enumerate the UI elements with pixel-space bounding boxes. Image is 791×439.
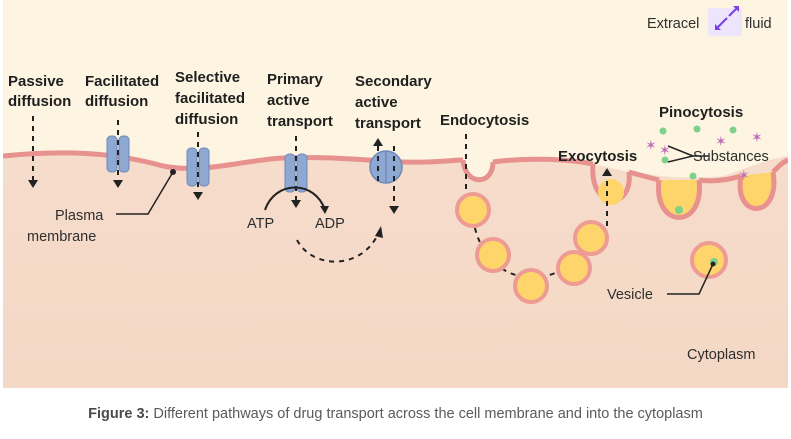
caption-text: Different pathways of drug transport acr… [149, 406, 703, 422]
label-passive-1: Passive [8, 73, 64, 90]
label-facilitated-1: Facilitated [85, 73, 159, 90]
diagram-figure: ✶ ✶ ✶ ✶ ✶ Extracel fluid Passive diffusi… [3, 0, 788, 388]
svg-text:✶: ✶ [645, 137, 657, 153]
label-selective-2: facilitated [175, 90, 245, 107]
label-secondary-2: active [355, 94, 398, 111]
endocytosis-pit [460, 159, 496, 183]
label-selective-1: Selective [175, 69, 240, 86]
facilitated-channel [106, 120, 130, 188]
label-endocytosis: Endocytosis [440, 112, 529, 129]
label-vesicle: Vesicle [607, 287, 653, 303]
substance-particles: ✶ ✶ ✶ ✶ ✶ [645, 125, 763, 183]
label-primary-1: Primary [267, 71, 324, 88]
secondary-pump [296, 138, 403, 263]
label-passive-2: diffusion [8, 93, 71, 110]
label-secondary-3: transport [355, 115, 421, 132]
svg-text:✶: ✶ [738, 167, 750, 183]
pinocytosis-pocket-2 [737, 171, 777, 211]
label-facilitated-2: diffusion [85, 93, 148, 110]
selective-channel [186, 132, 210, 200]
caption-label: Figure 3: [88, 406, 150, 422]
label-selective-3: diffusion [175, 111, 238, 128]
pinocytosis-pocket-1 [656, 179, 702, 220]
label-substances: Substances [693, 149, 769, 165]
plasma-leader [116, 171, 174, 215]
label-pinocytosis: Pinocytosis [659, 104, 743, 121]
passive-diffusion-arrow [28, 116, 38, 188]
figure-caption: Figure 3: Different pathways of drug tra… [0, 406, 791, 422]
label-adp: ADP [315, 216, 345, 232]
svg-text:✶: ✶ [659, 142, 671, 158]
expand-icon[interactable] [708, 6, 742, 36]
label-plasma-2: membrane [27, 229, 96, 245]
svg-text:✶: ✶ [751, 129, 763, 145]
vesicle-leader [667, 263, 714, 295]
label-plasma-1: Plasma [55, 208, 104, 224]
primary-pump [264, 136, 329, 214]
label-primary-3: transport [267, 113, 333, 130]
label-extracellular: Extracel [647, 16, 699, 32]
vesicle-chain [455, 192, 609, 304]
label-cytoplasm: Cytoplasm [687, 347, 756, 363]
svg-text:✶: ✶ [715, 133, 727, 149]
cytoplasm-region [3, 152, 788, 388]
label-primary-2: active [267, 92, 310, 109]
label-extracellular-tail: fluid [745, 16, 772, 32]
label-exocytosis: Exocytosis [558, 148, 637, 165]
plasma-membrane [3, 150, 464, 171]
label-atp: ATP [247, 216, 274, 232]
label-secondary-1: Secondary [355, 73, 432, 90]
